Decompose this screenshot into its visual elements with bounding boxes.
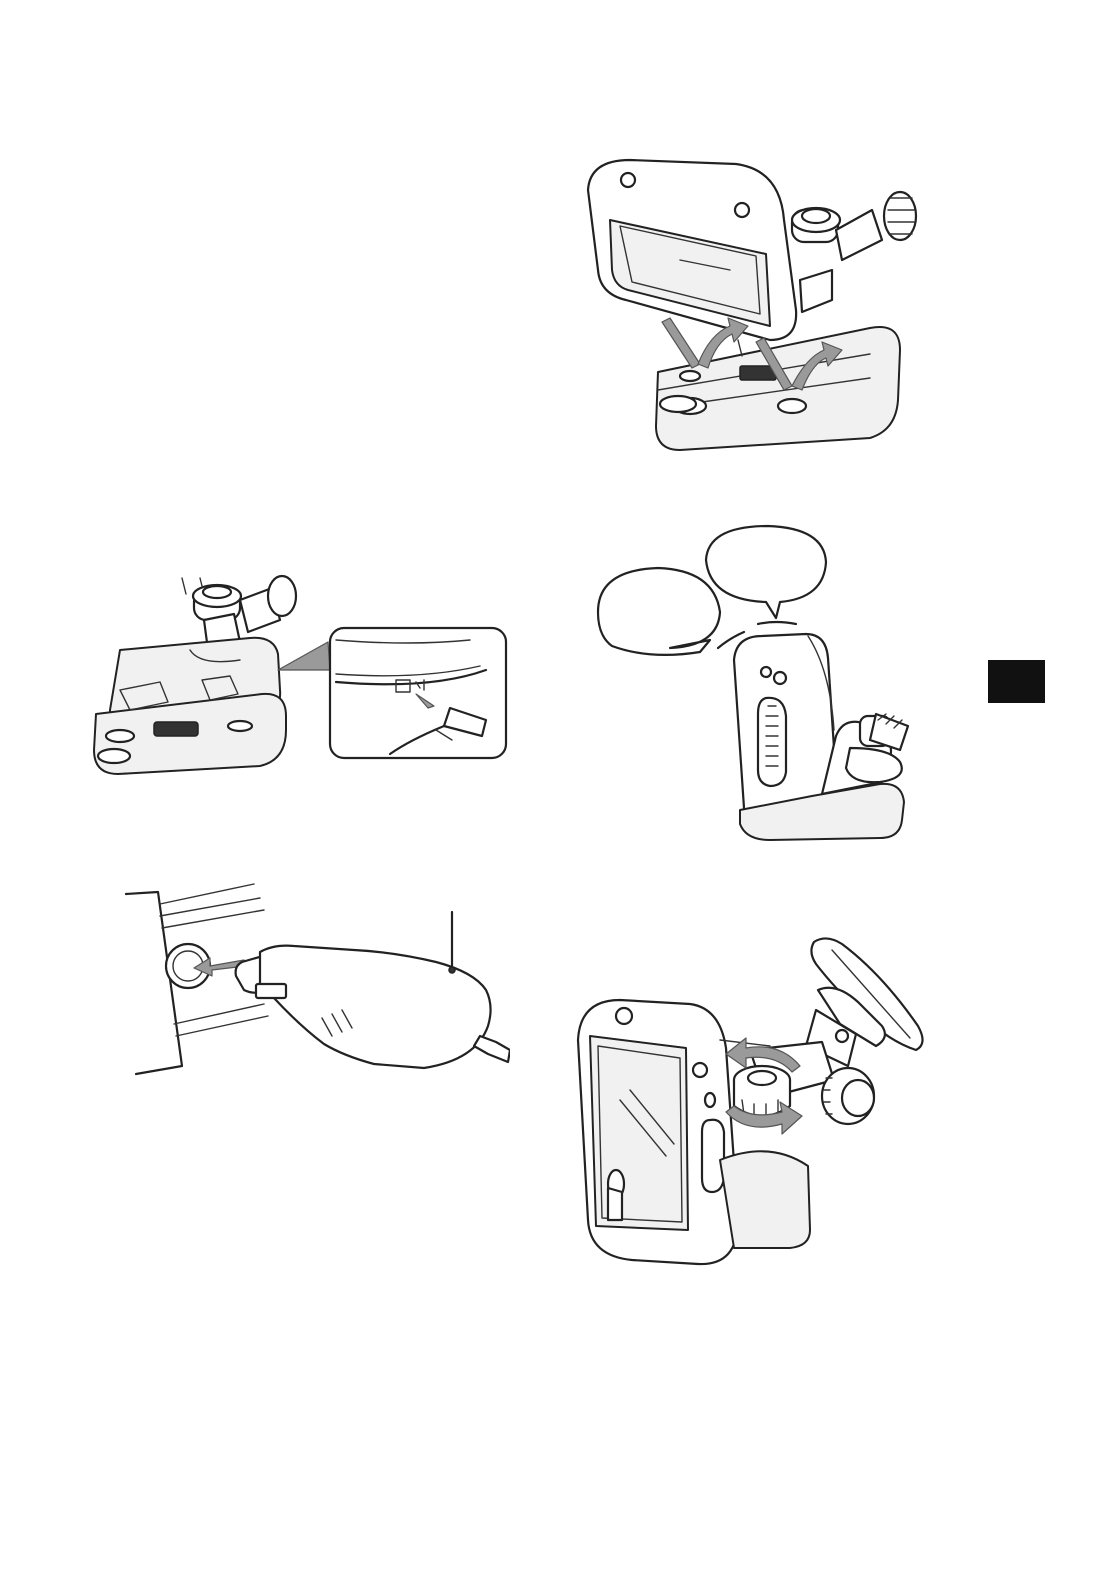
power-jack-on-cradle-figure: [90, 570, 510, 780]
nav-unit-on-cradle-icon: [570, 150, 930, 460]
knob-rotation-icon: [570, 930, 940, 1270]
section-tab-marker: [988, 660, 1045, 703]
cigarette-lighter-adapter-icon: [124, 880, 510, 1090]
callout-bubble-right: [706, 526, 826, 618]
unit-callouts-figure: [590, 520, 930, 850]
car-adapter-into-socket-figure: [124, 880, 510, 1090]
attach-unit-to-cradle-figure: [570, 150, 930, 460]
callout-bubble-left: [598, 568, 720, 655]
adjust-knob-figure: [570, 930, 940, 1270]
cradle-power-jack-icon: [90, 570, 510, 780]
unit-side-view-with-callouts-icon: [590, 520, 930, 850]
